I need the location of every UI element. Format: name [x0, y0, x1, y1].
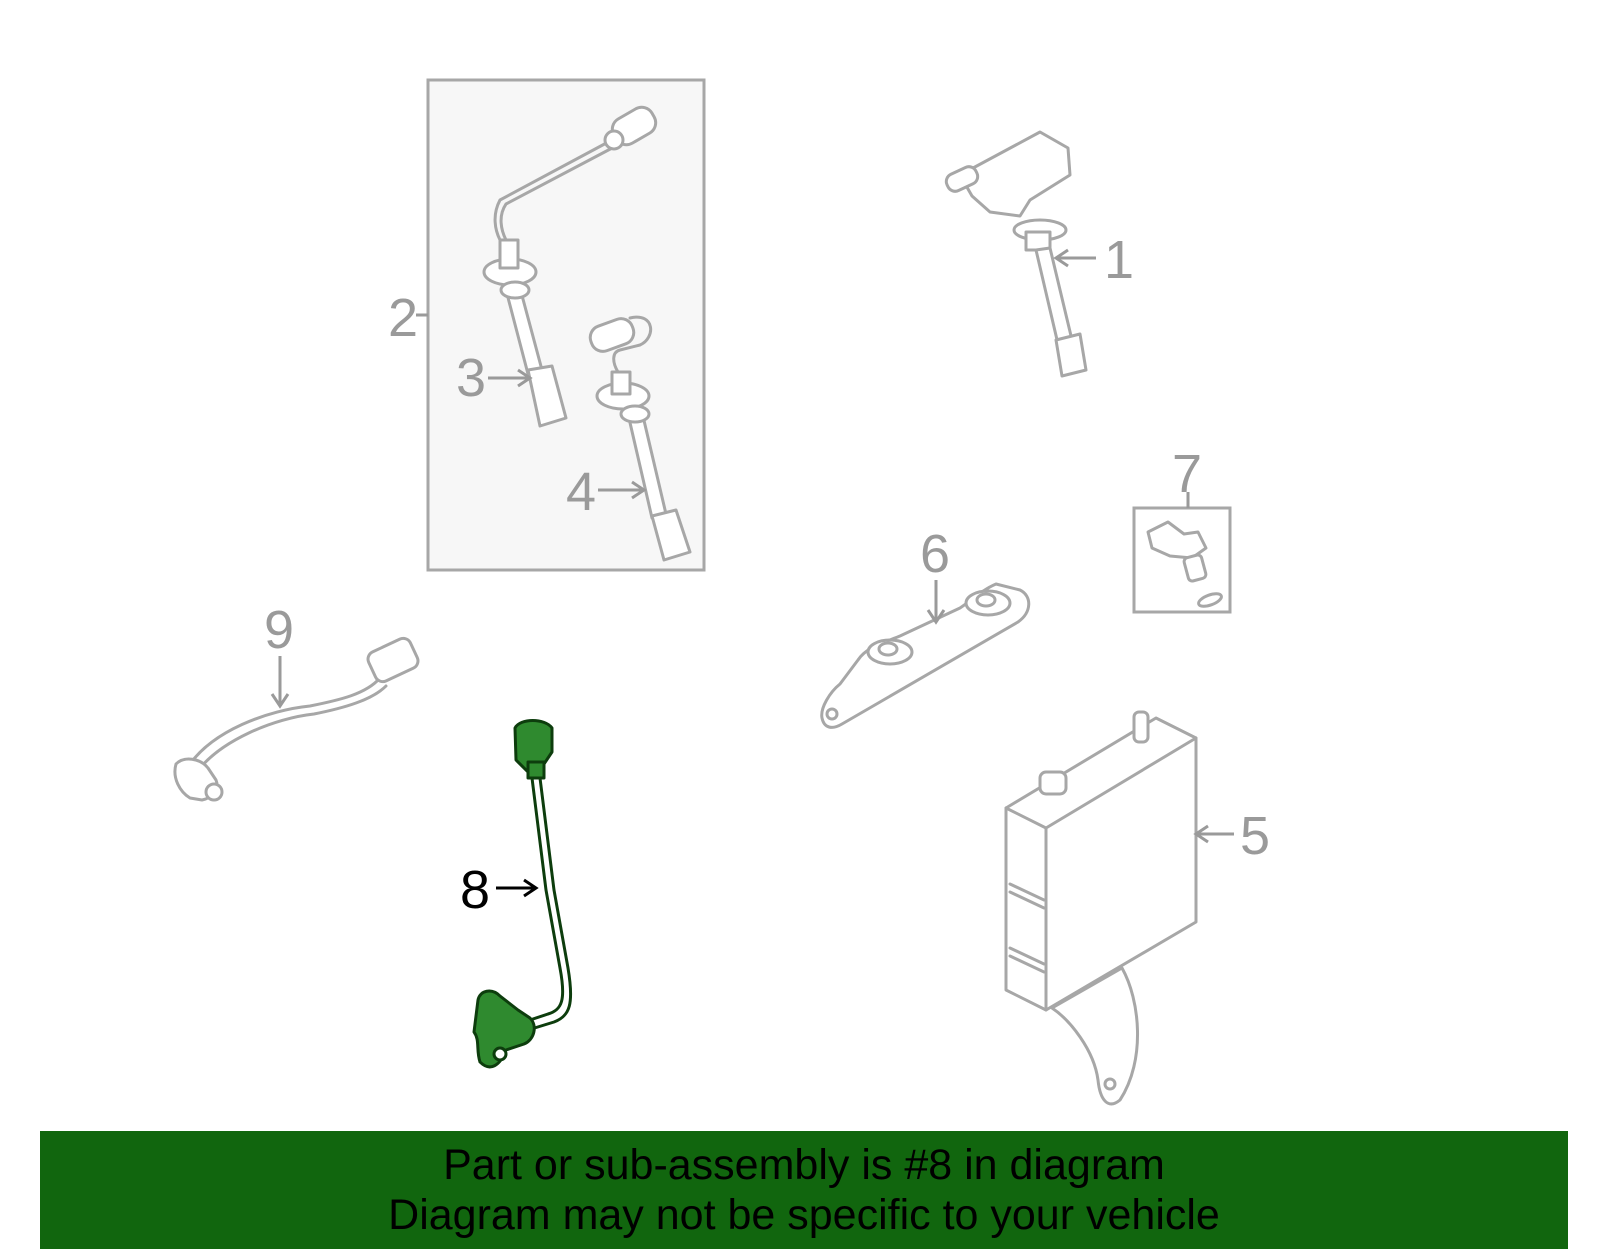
part-4-spark-plug-wire[interactable]	[587, 315, 692, 562]
part-9-harness[interactable]	[173, 636, 421, 802]
part-7-sensor-kit[interactable]	[1132, 492, 1232, 614]
callout-1: 1	[1104, 230, 1134, 290]
banner-line-1: Part or sub-assembly is #8 in diagram	[443, 1141, 1165, 1189]
callout-8-highlighted: 8	[460, 860, 490, 920]
callout-4: 4	[566, 462, 596, 522]
callout-5: 5	[1240, 806, 1270, 866]
part-3-spark-plug-wire[interactable]	[482, 103, 660, 428]
info-banner: Part or sub-assembly is #8 in diagram Di…	[40, 1131, 1568, 1249]
part-6-bracket[interactable]	[820, 580, 1031, 729]
part-5-control-module[interactable]	[1004, 710, 1234, 1106]
callout-7: 7	[1172, 444, 1202, 504]
callout-2: 2	[388, 288, 418, 348]
callout-9: 9	[264, 600, 294, 660]
callout-3: 3	[456, 348, 486, 408]
banner-line-2: Diagram may not be specific to your vehi…	[388, 1191, 1220, 1239]
part-8-highlighted-sensor[interactable]	[472, 719, 573, 1069]
leader-arrows	[488, 248, 1096, 500]
callout-6: 6	[920, 524, 950, 584]
part-1-ignition-coil[interactable]	[944, 130, 1088, 378]
